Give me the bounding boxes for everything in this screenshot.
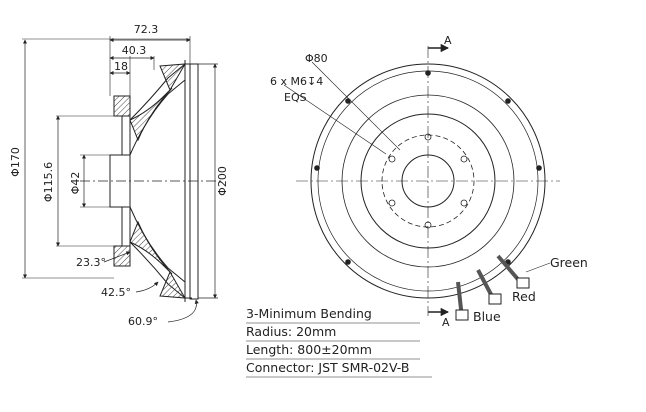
dim-phi115: Φ115.6 xyxy=(42,162,55,202)
connector-red xyxy=(488,293,502,305)
note-line-1: 3-Minimum Bending xyxy=(246,306,372,321)
wire-label-blue: Blue xyxy=(473,309,501,324)
lower-bearing-hatch xyxy=(129,220,173,275)
note-line-3: Length: 800±20mm xyxy=(246,342,372,357)
side-section-view xyxy=(22,36,224,302)
angle-label-3: 60.9° xyxy=(128,315,158,328)
eqs-label: EQS xyxy=(284,91,307,104)
upper-cone-profile xyxy=(129,63,192,121)
dim-phi42: Φ42 xyxy=(69,172,82,195)
upper-bearing-hatch xyxy=(129,87,173,142)
section-label-bottom: A xyxy=(442,316,450,329)
angle-label-1: 23.3° xyxy=(76,256,106,269)
note-line-2: Radius: 20mm xyxy=(246,324,336,339)
dim-phi200: Φ200 xyxy=(216,166,229,196)
front-view xyxy=(283,43,560,317)
dim-short-length: 18 xyxy=(114,60,128,73)
angle-label-2: 42.5° xyxy=(101,286,131,299)
notes-block: 3-Minimum Bending Radius: 20mm Length: 8… xyxy=(246,306,432,378)
note-line-4: Connector: JST SMR-02V-B xyxy=(246,360,409,375)
wire-label-red: Red xyxy=(512,289,536,304)
lower-block xyxy=(113,245,131,267)
holes-label: 6 x M6↧4 xyxy=(270,75,323,88)
upper-block xyxy=(113,95,131,117)
connector-blue xyxy=(455,309,469,321)
dim-overall-length: 72.3 xyxy=(134,23,159,36)
section-label-top: A xyxy=(444,34,452,47)
mount-holes xyxy=(314,70,542,265)
connector-green xyxy=(516,277,530,289)
lower-cone-profile xyxy=(129,241,192,299)
wire-label-green: Green xyxy=(550,255,588,270)
right-flange xyxy=(189,63,199,300)
dim-mid-length: 40.3 xyxy=(122,44,147,57)
dim-phi170: Φ170 xyxy=(9,147,22,177)
cable-connectors xyxy=(455,254,530,321)
dim-phi80: Φ80 xyxy=(305,52,328,65)
side-dimension-lines xyxy=(22,37,218,323)
